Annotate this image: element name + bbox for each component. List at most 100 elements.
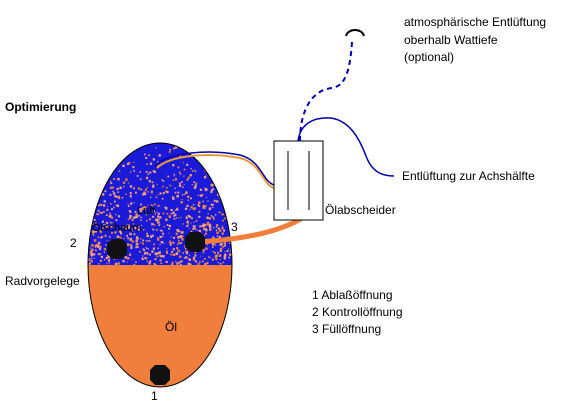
foam-speck [133, 187, 135, 190]
foam-speck [139, 171, 141, 173]
foam-speck [179, 264, 182, 265]
foam-speck [131, 218, 134, 221]
foam-speck [151, 181, 154, 184]
foam-speck [156, 255, 158, 258]
foam-speck [210, 191, 213, 194]
foam-speck [224, 244, 226, 247]
foam-speck [152, 184, 155, 187]
foam-speck [185, 251, 188, 254]
foam-speck [157, 237, 159, 239]
foam-speck [118, 215, 121, 218]
foam-speck [223, 242, 226, 245]
foam-speck [127, 257, 130, 260]
foam-speck [107, 206, 109, 208]
foam-speck [118, 170, 121, 172]
foam-speck [167, 175, 170, 178]
foam-speck [158, 154, 161, 157]
housing-outline [87, 142, 233, 388]
foam-speck [132, 166, 135, 169]
vent-axle-label: Entlüftung zur Achshälfte [402, 169, 535, 183]
foam-speck [99, 253, 102, 255]
foam-speck [156, 211, 158, 213]
foam-speck [142, 248, 144, 250]
foam-speck [147, 191, 149, 193]
foam-speck [156, 183, 158, 185]
foam-speck [157, 215, 160, 218]
foam-speck [122, 164, 125, 168]
foam-speck [128, 224, 130, 227]
foam-speck [214, 251, 216, 254]
foam-speck [143, 192, 147, 196]
foam-speck [113, 178, 116, 180]
foam-speck [206, 197, 207, 198]
foam-speck [134, 263, 136, 265]
foam-speck [149, 171, 152, 174]
foam-speck [91, 257, 93, 259]
foam-speck [103, 224, 105, 226]
foam-speck [129, 215, 132, 218]
foam-speck [142, 255, 144, 257]
hose-blue [154, 151, 275, 186]
legend-item-3: 3 Füllöffnung [312, 322, 381, 336]
foam-speck [222, 219, 224, 222]
foam-speck [181, 199, 183, 201]
foam-speck [142, 258, 144, 260]
foam-speck [206, 243, 208, 246]
foam-speck [196, 264, 199, 265]
foam-speck [177, 238, 179, 240]
foam-speck [135, 237, 138, 240]
foam-speck [174, 209, 176, 211]
foam-speck [170, 213, 173, 215]
foam-speck [123, 185, 125, 188]
foam-speck [92, 233, 94, 235]
foam-speck [145, 240, 147, 242]
foam-speck [148, 262, 151, 265]
foam-speck [188, 258, 191, 261]
foam-speck [159, 244, 161, 246]
foam-speck [116, 204, 120, 208]
foam-speck [136, 236, 139, 239]
foam-speck [137, 187, 140, 190]
foam-speck [157, 247, 159, 250]
foam-speck [186, 178, 189, 181]
foam-speck [188, 215, 192, 218]
foam-speck [94, 244, 98, 248]
foam-speck [109, 193, 112, 196]
foam-speck [175, 217, 177, 219]
foam-speck [172, 211, 175, 215]
foam-speck [148, 172, 150, 174]
foam-speck [105, 244, 107, 246]
foam-speck [193, 181, 196, 184]
foam-speck [146, 260, 148, 262]
foam-speck [97, 253, 100, 256]
vent-atmo-label-1: atmosphärische Entlüftung [404, 15, 546, 29]
foam-speck [167, 224, 169, 226]
foam-speck [108, 262, 110, 264]
foam-speck [160, 241, 164, 244]
foam-speck [215, 229, 218, 232]
foam-speck [191, 184, 193, 186]
foam-speck [127, 218, 130, 221]
foam-speck [163, 242, 165, 244]
foam-speck [103, 259, 106, 261]
foam-speck [129, 238, 132, 241]
foam-speck [172, 248, 175, 251]
foam-speck [188, 227, 190, 229]
foam-speck [219, 258, 221, 260]
foam-speck [184, 193, 186, 195]
foam-speck [213, 199, 216, 202]
foam-speck [134, 227, 138, 230]
foam-speck [97, 213, 100, 216]
foam-speck [117, 195, 120, 198]
foam-speck [127, 226, 131, 229]
foam-speck [143, 229, 145, 231]
foam-speck [194, 260, 196, 262]
foam-speck [149, 260, 152, 263]
foam-speck [190, 197, 192, 200]
foam-speck [109, 186, 112, 189]
foam-speck [212, 243, 215, 246]
foam-speck [162, 235, 164, 238]
foam-speck [222, 261, 225, 264]
foam-speck [163, 225, 165, 228]
foam-speck [175, 261, 177, 263]
